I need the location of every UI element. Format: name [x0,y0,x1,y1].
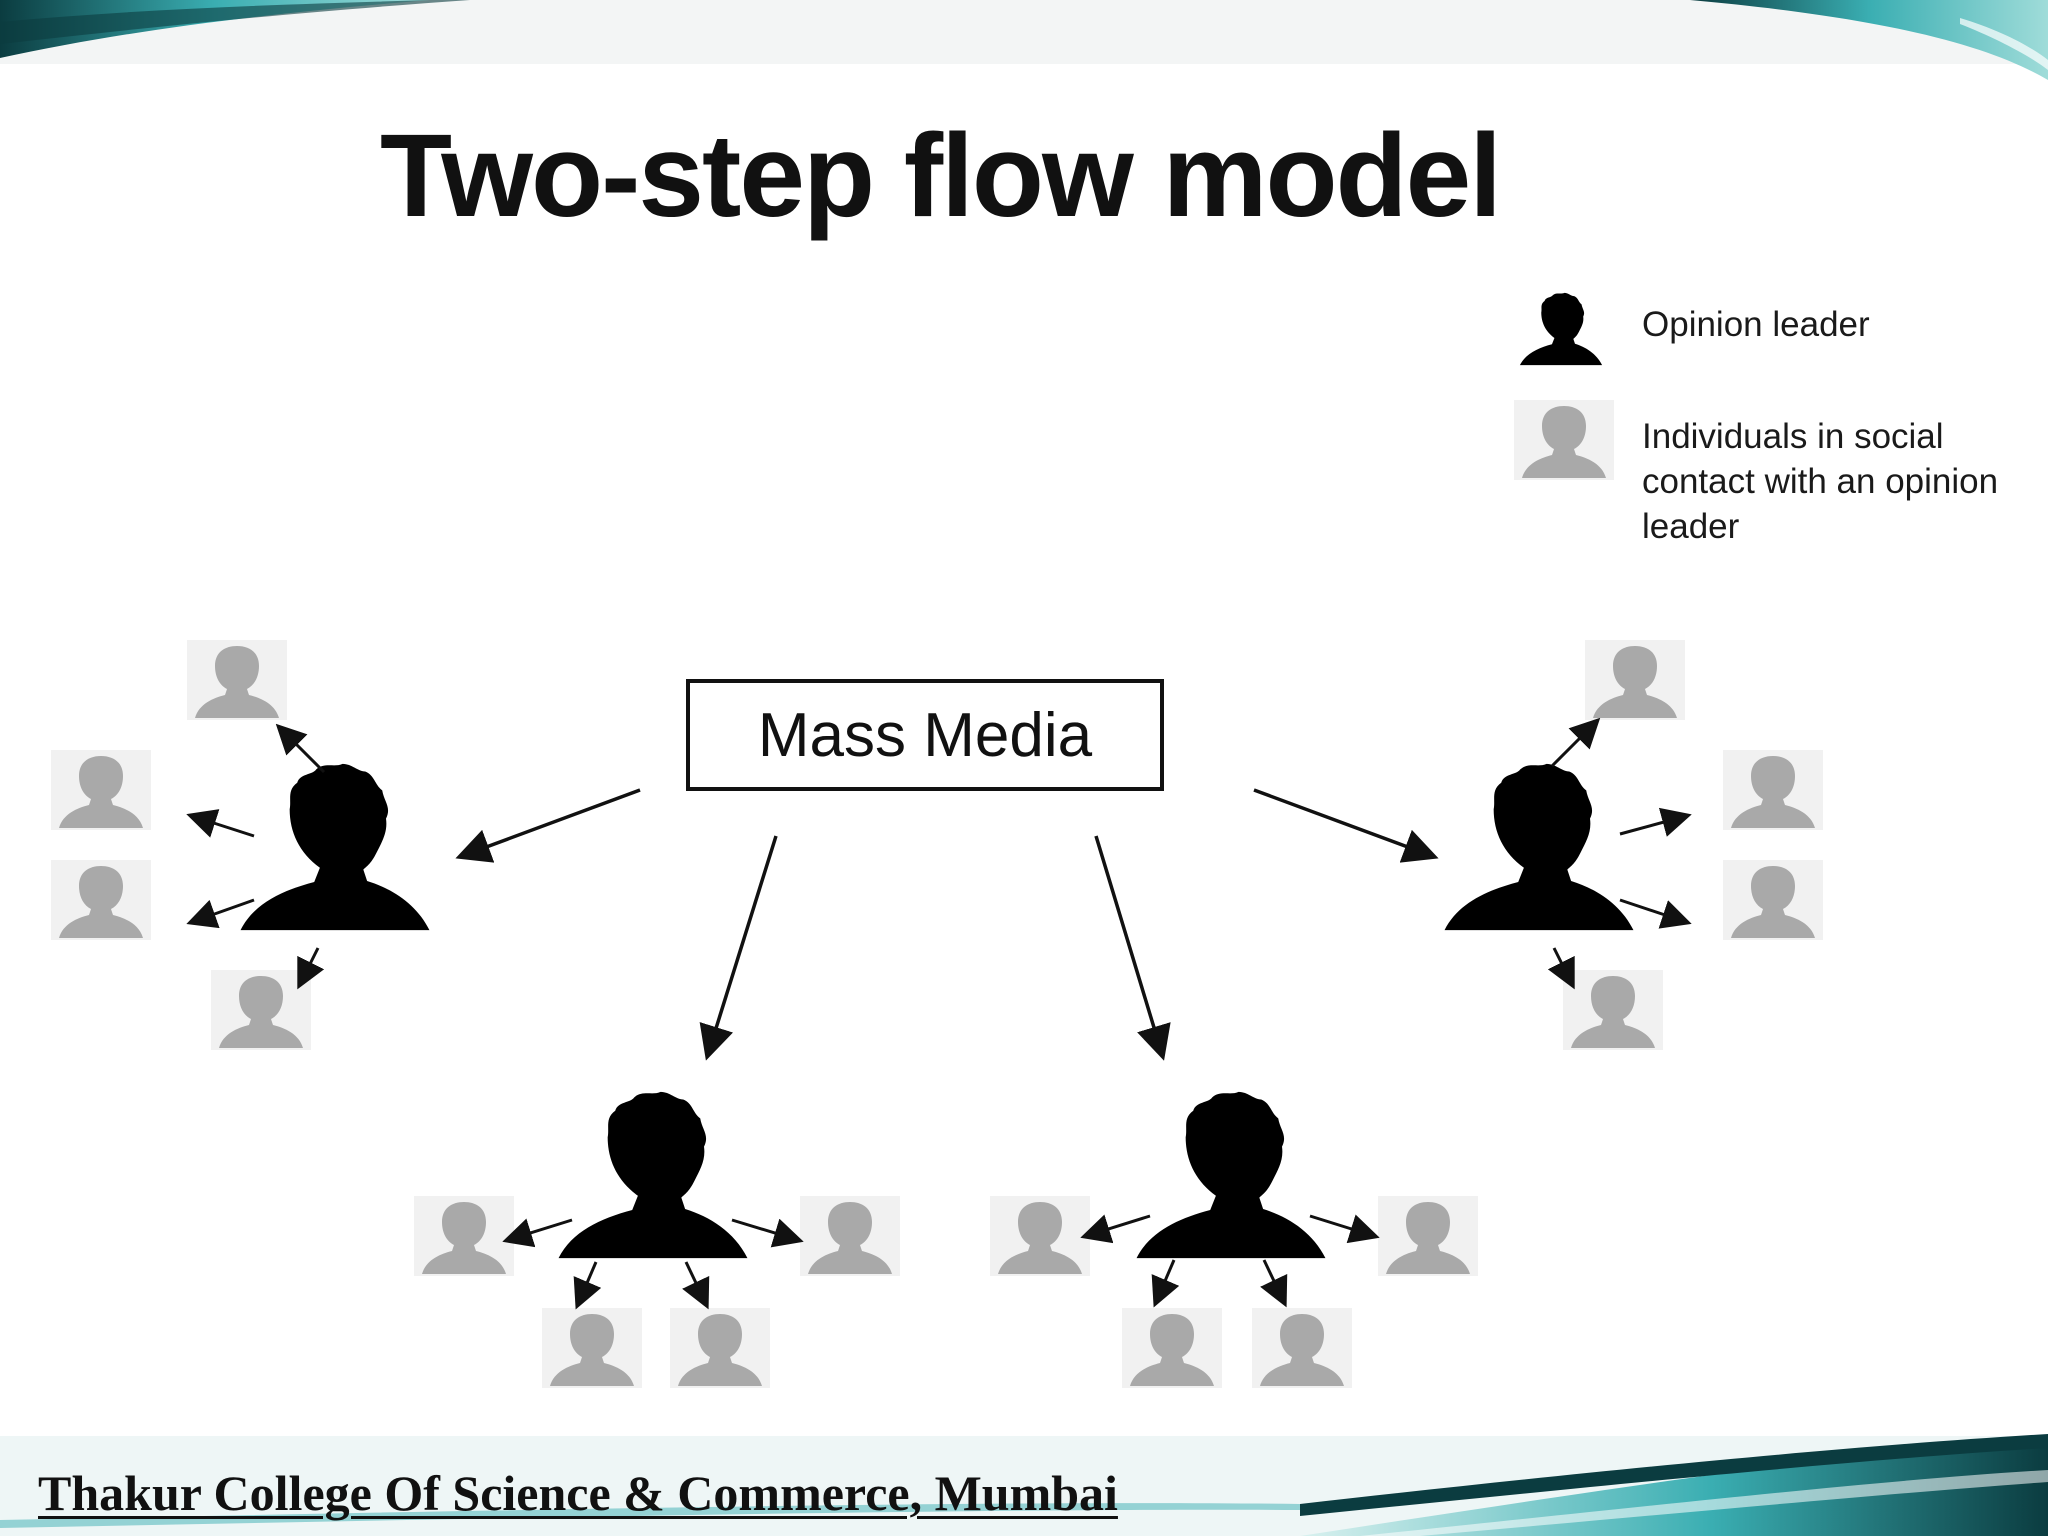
legend-individual-label: Individuals in social contact with an op… [1642,417,1999,546]
individual-icon [414,1196,514,1276]
opinion-leader-icon [1444,763,1634,931]
individual-icon [1585,640,1685,720]
individual-icon [211,970,311,1050]
diffusion-arrow [1080,1214,1151,1244]
flow-arrow [1094,835,1171,1061]
diffusion-arrow [186,898,255,929]
opinion-leader-icon [240,763,430,931]
individual-icon [51,860,151,940]
legend-opinion-leader-icon [1519,292,1603,366]
diffusion-arrow [1260,1259,1288,1308]
diffusion-arrow [1619,898,1692,929]
individual-icon [51,750,151,830]
individual-icon [1378,1196,1478,1276]
diffusion-arrow [275,723,326,774]
diffusion-arrow [1151,1259,1180,1308]
individual-icon [1723,860,1823,940]
diffusion-arrow [731,1218,804,1248]
diffusion-arrow [1619,807,1692,837]
individual-icon [1563,970,1663,1050]
diffusion-arrow [1547,947,1575,990]
flow-arrow [455,788,641,863]
bottom-decorative-band [0,1434,2048,1536]
individual-icon [187,640,287,720]
page-title: Two-step flow model [379,110,1502,242]
individual-icon [990,1196,1090,1276]
individual-icon [542,1308,642,1388]
mass-media-label: Mass Media [757,700,1093,770]
individual-icon [1723,750,1823,830]
individual-icon [1122,1308,1222,1388]
footer-institution: Thakur College Of Science & Commerce, Mu… [38,1465,1118,1521]
individual-icon [800,1196,900,1276]
diffusion-arrow [1309,1214,1380,1244]
legend-opinion-leader-label: Opinion leader [1642,305,1870,344]
flow-arrow [1253,788,1439,863]
diffusion-arrow [1550,717,1601,768]
individual-icon [1252,1308,1352,1388]
flow-arrow [699,835,778,1061]
top-decorative-band [0,0,2048,80]
individual-icon [670,1308,770,1388]
legend-individual-icon [1514,400,1614,480]
diffusion-arrow [297,947,325,990]
opinion-leader-icon [558,1091,748,1259]
diffusion-arrow [573,1261,602,1310]
diffusion-arrow [502,1218,573,1248]
diffusion-arrow [682,1261,710,1310]
opinion-leader-icon [1136,1091,1326,1259]
diffusion-arrow [186,809,255,838]
mass-media-box: Mass Media [686,679,1164,791]
